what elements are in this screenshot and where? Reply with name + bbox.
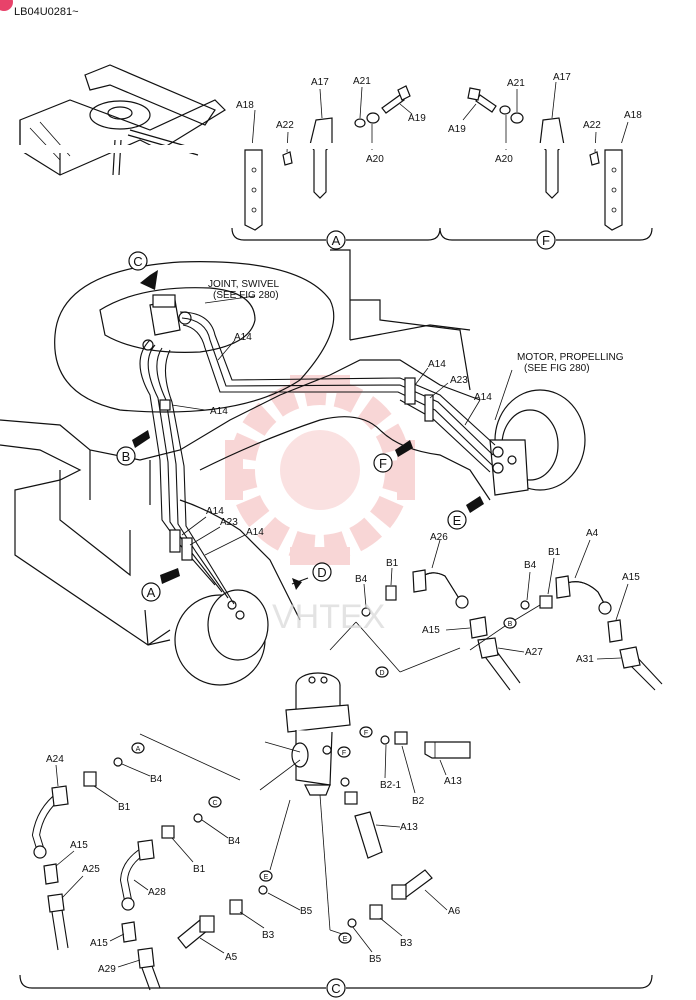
label-a15-4: A15 (90, 938, 108, 949)
bottom-brace: C (19, 974, 653, 998)
label-a14-2: A14 (210, 406, 228, 417)
label-a18-r: A18 (624, 110, 642, 121)
label-b2-1: B2-1 (380, 780, 402, 791)
document-id: LB04U0281~ (14, 6, 79, 18)
label-a19-r: A19 (448, 124, 466, 135)
label-a29: A29 (98, 964, 116, 975)
label-a17: A17 (311, 77, 329, 88)
label-a23-1: A23 (450, 375, 468, 386)
view-c-tag: C (133, 254, 142, 269)
small-tag-e: E (264, 874, 269, 881)
label-b1-1: B1 (386, 558, 399, 569)
watermark-text: VHTEX (272, 598, 385, 636)
label-a17-r: A17 (553, 72, 571, 83)
label-a6: A6 (448, 906, 461, 917)
label-b2: B2 (412, 796, 425, 807)
motor-note-2: (SEE FIG 280) (524, 363, 590, 374)
small-tag-a: A (136, 746, 141, 753)
detail-view-a: A18 A22 A17 A21 A20 A19 (236, 76, 436, 231)
label-a14-1: A14 (234, 332, 252, 343)
label-a21: A21 (353, 76, 371, 87)
label-b1-4: B1 (193, 864, 206, 875)
label-b4-2: B4 (524, 560, 537, 571)
label-b3-2: B3 (400, 938, 413, 949)
label-a27: A27 (525, 647, 543, 658)
main-assembly: C B A D F E JOINT, SWIVEL (SEE FIG 280) … (0, 249, 624, 686)
view-d-tag: D (317, 565, 326, 580)
label-a19: A19 (408, 113, 426, 124)
label-a20: A20 (366, 154, 384, 165)
label-a14-3: A14 (428, 359, 446, 370)
label-a18: A18 (236, 100, 254, 111)
label-a15-3: A15 (70, 840, 88, 851)
label-a24: A24 (46, 754, 64, 765)
label-b4-1: B4 (355, 574, 368, 585)
label-b5-2: B5 (369, 954, 382, 965)
corner-badge (0, 0, 13, 11)
label-a15-1: A15 (622, 572, 640, 583)
label-a20-r: A20 (495, 154, 513, 165)
right-exploded-hoses: A26 B1 B4 A15 A27 B4 B1 A4 A15 (355, 528, 663, 691)
detail-view-f: A19 A21 A20 A17 A22 A18 (440, 72, 642, 231)
view-c-bottom-tag: C (331, 981, 340, 996)
label-a5: A5 (225, 952, 238, 963)
label-b5-1: B5 (300, 906, 313, 917)
small-tag-f-2: F (342, 750, 346, 757)
view-f-tag-2: F (379, 456, 387, 471)
crawler-thumbnail (0, 64, 230, 176)
view-f-tag: F (542, 233, 550, 248)
small-tag-d: D (379, 670, 384, 677)
label-b4-3: B4 (150, 774, 163, 785)
view-e-tag: E (453, 513, 462, 528)
swivel-note-1: JOINT, SWIVEL (208, 279, 280, 290)
left-exploded-hoses: B4 B1 A24 A15 A25 A28 A15 A29 (31, 754, 166, 991)
label-a22: A22 (276, 120, 294, 131)
label-b4-4: B4 (228, 836, 241, 847)
label-a25: A25 (82, 864, 100, 875)
view-a-tag: A (332, 233, 341, 248)
swivel-note-2: (SEE FIG 280) (213, 290, 279, 301)
label-a13-2: A13 (400, 822, 418, 833)
swivel-joint-exploded: D A C E E F F B2-1 B2 A13 A13 A6 (131, 621, 471, 965)
small-tag-b: B (508, 621, 513, 628)
small-tag-c: C (212, 800, 217, 807)
view-a-tag-2: A (147, 585, 156, 600)
small-tag-f: F (364, 730, 368, 737)
small-tag-e-2: E (343, 936, 348, 943)
label-a31: A31 (576, 654, 594, 665)
top-brace: A F (231, 227, 653, 250)
label-a14-4: A14 (474, 392, 492, 403)
label-a28: A28 (148, 887, 166, 898)
label-a14-6: A14 (246, 527, 264, 538)
label-a14-5: A14 (206, 506, 224, 517)
view-b-tag: B (122, 449, 131, 464)
label-a21-r: A21 (507, 78, 525, 89)
label-b3-1: B3 (262, 930, 275, 941)
label-a22-r: A22 (583, 120, 601, 131)
label-a23-2: A23 (220, 517, 238, 528)
motor-note-1: MOTOR, PROPELLING (517, 352, 624, 363)
label-a13-1: A13 (444, 776, 462, 787)
label-a26: A26 (430, 532, 448, 543)
label-b1-3: B1 (118, 802, 131, 813)
label-a15-2: A15 (422, 625, 440, 636)
label-a4: A4 (586, 528, 599, 539)
label-b1-2: B1 (548, 547, 561, 558)
